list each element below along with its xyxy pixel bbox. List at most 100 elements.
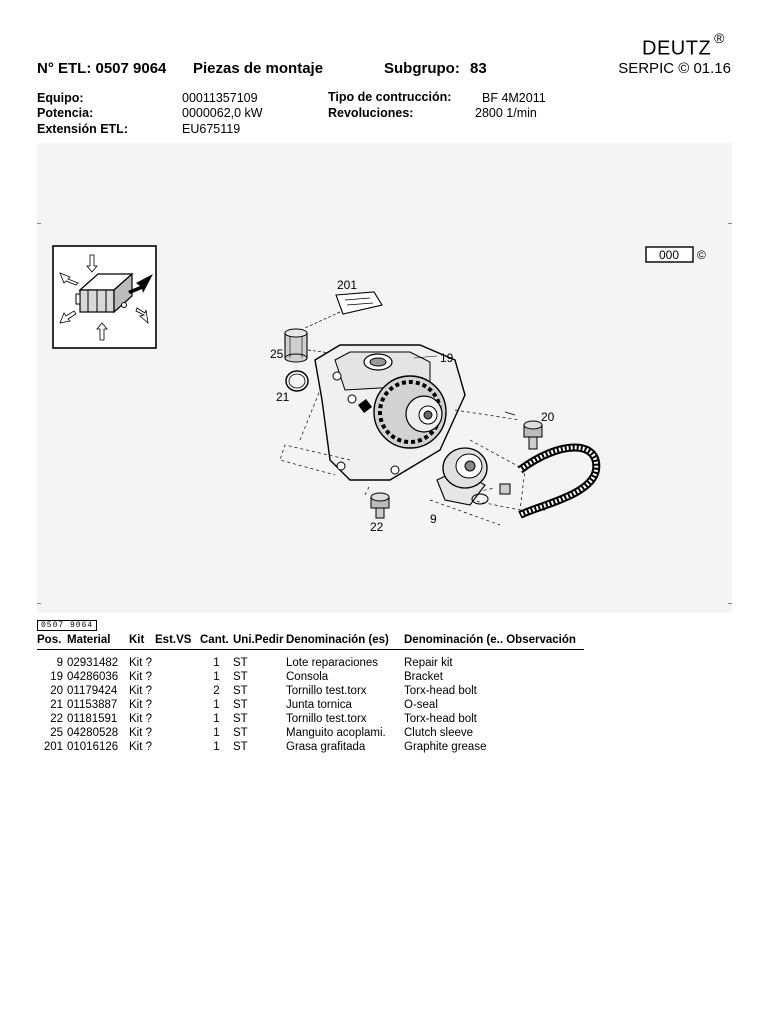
clutch-sleeve-part [284,328,308,363]
cell-kit: Kit ? [129,685,153,697]
cell-uni-pedir: ST [233,657,248,669]
tipo-value: BF 4M2011 [482,91,546,105]
cell-est-vs [155,740,200,754]
cell-est-vs [155,684,200,698]
cell-denominacion-en: Bracket [404,671,443,683]
cell-uni-pedir: ST [233,699,248,711]
brand-name: DEUTZ [642,37,712,60]
cell-material: 02931482 [67,657,119,669]
cell-material: 04280528 [67,727,119,739]
engine-block-icon [75,272,134,314]
cell-cant: 1 [213,727,220,739]
brand-logo: DEUTZ® [642,30,725,61]
cell-cant: 1 [213,713,220,725]
callout-25: 25 [270,347,284,361]
cell-kit: Kit ? [129,727,153,739]
cell-cant: 1 [213,671,220,683]
parts-table: Pos. Material Kit Est.VS Cant. Uni.Pedir… [37,630,584,754]
cell-cant: 2 [213,685,220,697]
extension-label: Extensión ETL: [37,122,128,136]
figure-code: 000 [659,248,679,262]
cell-est-vs [155,698,200,712]
cell-pos: 22 [50,713,63,725]
cell-denominacion-es: Tornillo test.torx [286,713,367,725]
cell-cant: 1 [213,741,220,753]
callout-20: 20 [541,410,555,424]
cell-kit: Kit ? [129,741,153,753]
cell-denominacion-es: Grasa grafitada [286,741,366,753]
cell-pos: 9 [56,657,63,669]
table-header-row: Pos. Material Kit Est.VS Cant. Uni.Pedir… [37,630,584,650]
cell-pos: 25 [50,727,63,739]
table-row: 22 01181591 Kit ? 1 ST Tornillo test.tor… [37,712,584,726]
header-est-vs: Est.VS [155,630,200,650]
subgroup-label: Subgrupo: [384,60,460,77]
serpic-version: SERPIC © 01.16 [618,60,731,77]
callout-22: 22 [370,520,384,534]
tensioner-part [436,447,511,506]
cell-est-vs [155,712,200,726]
table-row: 9 02931482 Kit ? 1 ST Lote reparaciones … [37,656,584,670]
cell-pos: 21 [50,699,63,711]
subgroup-value: 83 [470,60,487,77]
timing-belt-part [517,443,601,519]
header-denominacion-es: Denominación (es) [286,630,404,650]
torx-bolt-part-22 [370,492,390,519]
callout-9: 9 [430,512,437,526]
cell-kit: Kit ? [129,699,153,711]
cell-kit: Kit ? [129,713,153,725]
etl-number: N° ETL: 0507 9064 [37,60,167,77]
equipo-value: 00011357109 [182,91,258,105]
registered-mark: ® [714,30,725,46]
cell-denominacion-en: Torx-head bolt [404,713,477,725]
cell-material: 01179424 [67,685,118,697]
bracket-part [314,344,466,481]
extension-value: EU675119 [182,122,241,136]
orientation-inset [52,245,157,349]
cell-est-vs [155,656,200,670]
callout-201: 201 [337,278,357,292]
torx-bolt-part-20 [504,411,543,450]
table-row: 19 04286036 Kit ? 1 ST Consola Bracket [37,670,584,684]
cell-denominacion-es: Junta tornica [286,699,352,711]
cell-uni-pedir: ST [233,713,248,725]
table-row: 201 01016126 Kit ? 1 ST Grasa grafitada … [37,740,584,754]
table-row: 25 04280528 Kit ? 1 ST Manguito acoplami… [37,726,584,740]
cell-denominacion-en: Graphite grease [404,741,487,753]
cell-uni-pedir: ST [233,685,248,697]
cell-denominacion-es: Tornillo test.torx [286,685,367,697]
callout-19: 19 [440,351,454,365]
cell-cant: 1 [213,657,220,669]
cell-kit: Kit ? [129,657,153,669]
cell-material: 01181591 [67,713,118,725]
cell-denominacion-es: Lote reparaciones [286,657,379,669]
main-view-arrow-icon [128,274,153,294]
tipo-label: Tipo de contrucción: [328,90,452,104]
rev-value: 2800 1/min [475,106,537,120]
cell-material: 04286036 [67,671,119,683]
o-seal-part [285,370,309,392]
cell-denominacion-en: O-seal [404,699,438,711]
view-arrows-icon [59,254,149,341]
header-uni-pedir: Uni.Pedir [233,630,286,650]
gear-icon [373,375,447,449]
cell-material: 01153887 [67,699,118,711]
cell-denominacion-en: Torx-head bolt [404,685,477,697]
table-row: 21 01153887 Kit ? 1 ST Junta tornica O-s… [37,698,584,712]
callout-21: 21 [276,390,290,404]
header-pos: Pos. [37,630,63,650]
potencia-value: 0000062,0 kW [182,106,263,120]
header-cant: Cant. [200,630,233,650]
cell-denominacion-en: Repair kit [404,657,453,669]
cell-uni-pedir: ST [233,727,248,739]
cell-material: 01016126 [67,741,119,753]
cell-cant: 1 [213,699,220,711]
equipo-label: Equipo: [37,91,84,105]
cell-denominacion-es: Manguito acoplami. [286,727,386,739]
grease-packet-part [335,291,383,315]
figure-copyright: © [697,248,706,262]
cell-est-vs [155,726,200,740]
cell-denominacion-es: Consola [286,671,329,683]
header-denominacion-en: Denominación (e.. Observación [404,630,584,650]
